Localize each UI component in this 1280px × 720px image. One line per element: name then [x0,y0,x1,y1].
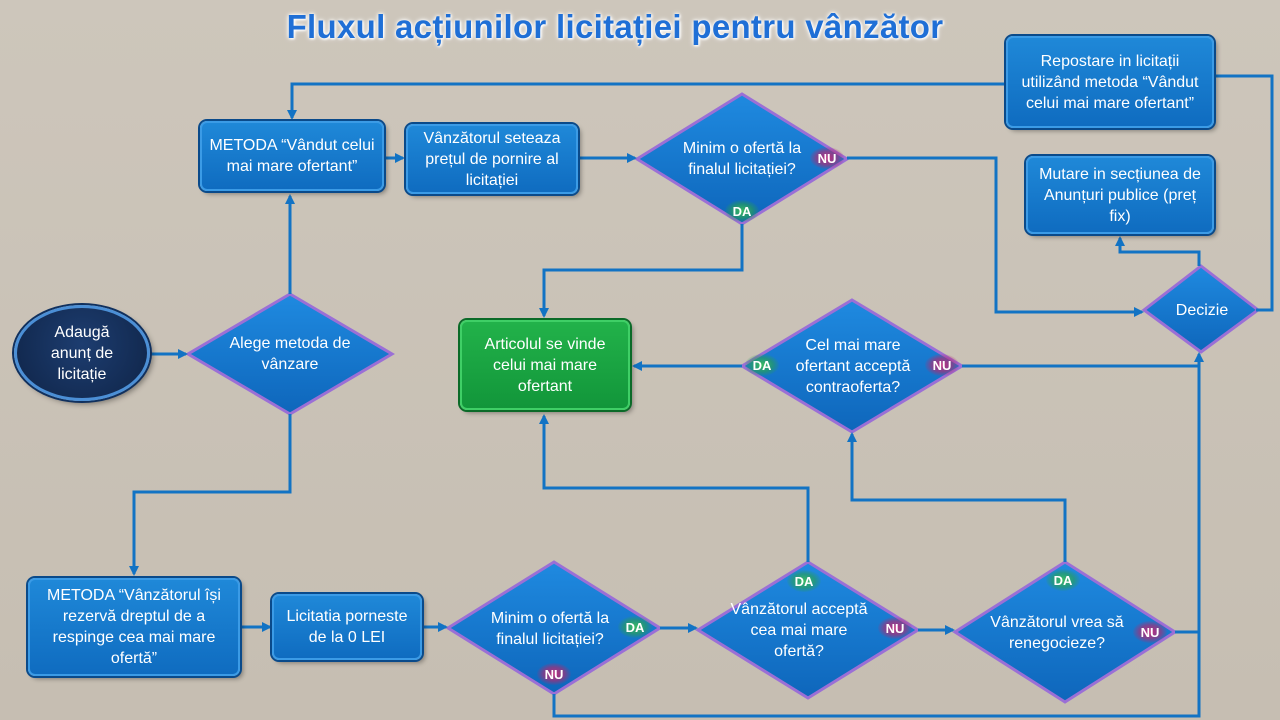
method-reserve-box: METODA “Vânzătorul își rezervă dreptul d… [28,578,240,676]
renegotiate-diamond [952,560,1178,704]
accept-highest-diamond [695,560,921,700]
start-label: Adaugă anunț de licitație [50,323,114,383]
method-highest-bidder-box: METODA “Vândut celui mai mare ofertant” [200,121,384,191]
method-choice-diamond [185,292,395,416]
starts-zero-box: Licitatia porneste de la 0 LEI [272,594,422,660]
badge-yes-accept-highest: DA [787,570,821,592]
starts-zero-label: Licitatia porneste de la 0 LEI [286,608,408,646]
badge-no-min-offer-top: NU [810,147,844,169]
page-title: Fluxul acțiunilor licitației pentru vânz… [286,8,944,45]
start-node: Adaugă anunț de licitație [14,305,150,401]
set-start-price-box: Vânzătorul seteaza prețul de pornire al … [406,124,578,194]
method-highest-label: METODA “Vândut celui mai mare ofertant” [209,137,375,175]
item-sold-label: Articolul se vinde celui mai mare oferta… [484,335,606,395]
set-start-price-label: Vânzătorul seteaza prețul de pornire al … [423,129,561,189]
method-reserve-label: METODA “Vânzătorul își rezervă dreptul d… [47,587,221,667]
item-sold-box: Articolul se vinde celui mai mare oferta… [460,320,630,410]
badge-yes-renegotiate: DA [1046,569,1080,591]
move-public-label: Mutare in secțiunea de Anunțuri publice … [1039,165,1201,225]
move-public-box: Mutare in secțiunea de Anunțuri publice … [1026,156,1214,234]
badge-no-min-offer-bottom: NU [537,663,571,685]
repost-label: Repostare in licitații utilizând metoda … [1021,52,1199,112]
decision-diamond [1141,264,1261,354]
badge-no-accept-highest: NU [878,617,912,639]
badge-yes-counter-offer: DA [745,354,779,376]
badge-no-renegotiate: NU [1133,621,1167,643]
repost-box: Repostare in licitații utilizând metoda … [1006,36,1214,128]
badge-yes-min-offer-top: DA [725,200,759,222]
badge-yes-min-offer-bottom: DA [618,616,652,638]
badge-no-counter-offer: NU [925,354,959,376]
